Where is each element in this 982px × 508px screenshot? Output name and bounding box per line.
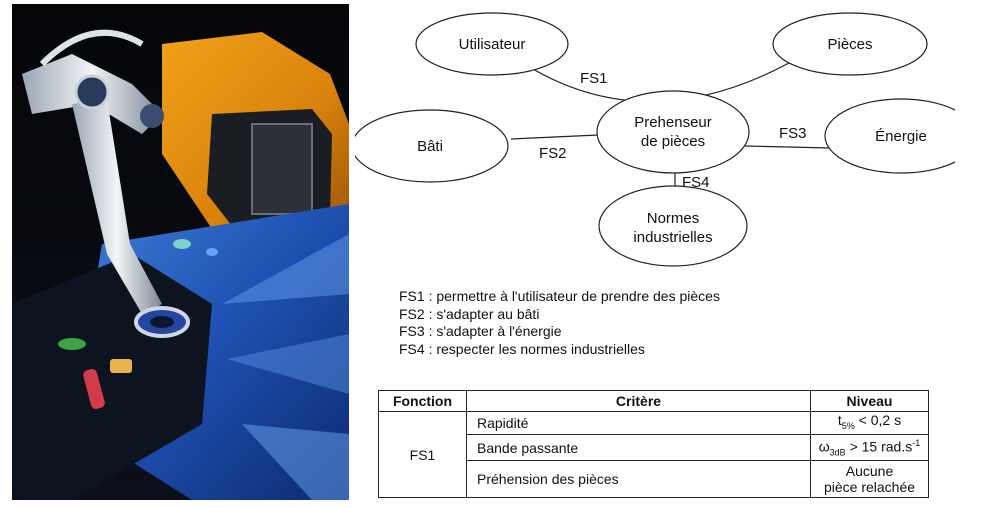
function-item-fs2: FS2 : s'adapter au bâti bbox=[399, 305, 540, 322]
node-pieces bbox=[772, 12, 928, 76]
node-normes-label-2: industrielles bbox=[633, 229, 712, 246]
robot-photo bbox=[12, 4, 349, 500]
cell-critere: Rapidité bbox=[466, 411, 811, 435]
node-normes bbox=[598, 185, 748, 267]
function-list: FS1 : permettre à l'utilisateur de prend… bbox=[399, 288, 720, 358]
cell-niveau: t5% < 0,2 s bbox=[810, 411, 929, 435]
header-critere: Critère bbox=[466, 390, 811, 412]
link-fs3-label: FS3 bbox=[779, 125, 807, 142]
node-prehenseur-label-1: Prehenseur bbox=[634, 114, 712, 131]
link-fs2 bbox=[510, 134, 599, 140]
header-fonction: Fonction bbox=[378, 390, 467, 412]
node-energie-label: Énergie bbox=[875, 128, 927, 145]
link-fs2-label: FS2 bbox=[539, 145, 567, 162]
node-normes-label-1: Normes bbox=[647, 210, 700, 227]
link-fs3 bbox=[744, 145, 831, 149]
cell-critere: Bande passante bbox=[466, 433, 811, 462]
cell-niveau: ω3dB > 15 rad.s-1 bbox=[810, 433, 929, 462]
node-bati-label: Bâti bbox=[417, 138, 443, 155]
link-fs4-label: FS4 bbox=[682, 174, 710, 191]
function-diagram: Utilisateur Pièces Bâti Prehenseur de pi… bbox=[355, 12, 955, 267]
table-row: Bande passante ω3dB > 15 rad.s-1 bbox=[379, 433, 929, 462]
table-row: FS1 Rapidité t5% < 0,2 s bbox=[378, 410, 929, 499]
node-bati bbox=[355, 109, 509, 183]
criteria-table: Fonction Critère Niveau FS1 Rapidité t5%… bbox=[378, 390, 929, 499]
function-item-fs3: FS3 : s'adapter à l'énergie bbox=[399, 323, 562, 339]
link-fs1-label: FS1 bbox=[580, 70, 608, 87]
node-utilisateur bbox=[415, 12, 569, 76]
cell-critere: Préhension des pièces bbox=[466, 460, 811, 499]
node-utilisateur-label: Utilisateur bbox=[459, 36, 526, 53]
cell-function: FS1 bbox=[378, 410, 467, 499]
node-energie bbox=[824, 98, 955, 174]
node-prehenseur-label-2: de pièces bbox=[641, 133, 705, 150]
node-prehenseur bbox=[596, 90, 750, 174]
node-pieces-label: Pièces bbox=[827, 36, 872, 53]
function-item-fs4: FS4 : respecter les normes industrielles bbox=[399, 340, 645, 357]
header-niveau: Niveau bbox=[810, 390, 929, 412]
function-item-fs1: FS1 : permettre à l'utilisateur de prend… bbox=[399, 288, 720, 304]
table-header-row: Fonction Critère Niveau bbox=[378, 390, 929, 412]
